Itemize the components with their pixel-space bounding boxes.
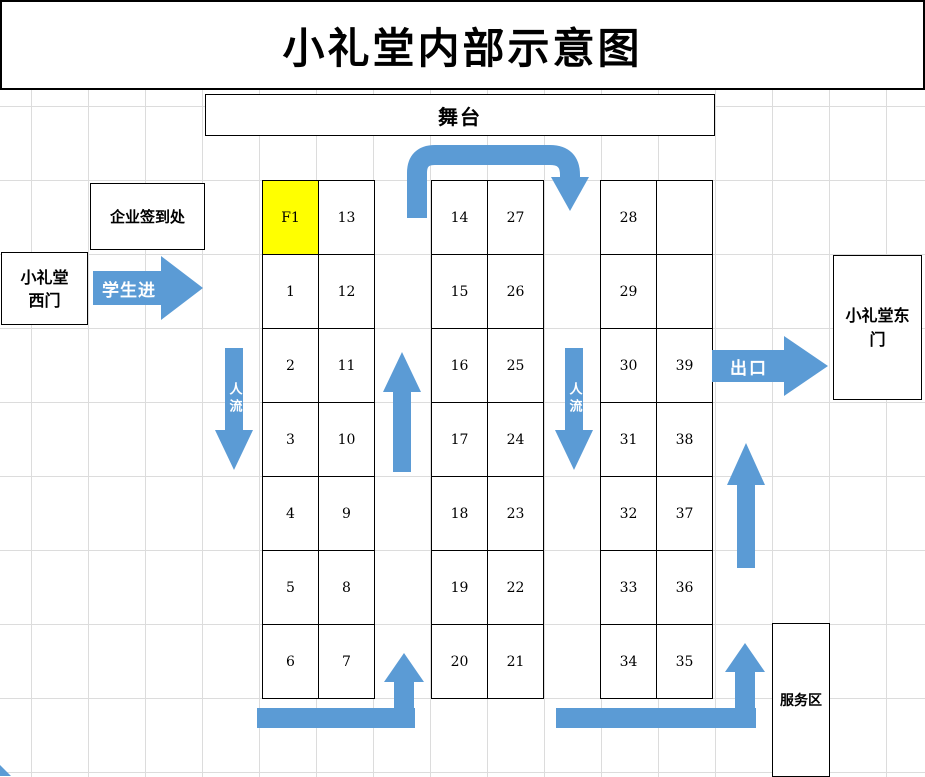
booth-cell: 34: [601, 625, 657, 699]
stage-box: 舞台: [205, 94, 715, 136]
booth-cell: 8: [319, 551, 375, 625]
flow-left-label: 人流: [226, 382, 242, 416]
arrow-shape: [407, 145, 580, 218]
title-block: 小礼堂内部示意图: [0, 0, 925, 90]
arrow-shape: [257, 708, 415, 728]
booth-table-right: 28 29 30 39 31 38 32 37 33 36 34 35: [600, 180, 713, 699]
west-gate-label-line1: 小礼堂: [20, 267, 69, 287]
checkin-box: 企业签到处: [90, 183, 205, 250]
exit-arrow: [712, 336, 828, 396]
stage-label: 舞台: [438, 104, 482, 129]
service-area-label: 服务区: [780, 693, 822, 709]
booth-cell: 13: [319, 181, 375, 255]
booth-cell: 32: [601, 477, 657, 551]
booth-cell: 5: [263, 551, 319, 625]
mid-aisle-up-arrow: [383, 352, 421, 472]
booth-cell: 29: [601, 255, 657, 329]
booth-cell: 36: [657, 551, 713, 625]
booth-cell: 19: [432, 551, 488, 625]
booth-cell: 21: [488, 625, 544, 699]
arrow-shape: [93, 256, 203, 320]
flow-right-down-arrow: [555, 348, 593, 470]
bottom-right-elbow-arrow: [556, 643, 768, 728]
checkin-label: 企业签到处: [109, 208, 185, 226]
right-arrow-icon: [93, 256, 203, 320]
booth-cell: [657, 181, 713, 255]
flow-right-label: 人流: [566, 382, 582, 416]
elbow-up-arrow-icon: [257, 653, 424, 728]
booth-cell: 39: [657, 329, 713, 403]
booth-cell: 30: [601, 329, 657, 403]
booth-cell: 14: [432, 181, 488, 255]
booth-table-middle: 14 27 15 26 16 25 17 24 18 23 19 22 20 2…: [431, 180, 544, 699]
booth-cell: 10: [319, 403, 375, 477]
east-gate-label-line2: 门: [869, 329, 886, 349]
up-arrow-icon: [727, 443, 765, 568]
booth-cell: 12: [319, 255, 375, 329]
booth-cell: 1: [263, 255, 319, 329]
booth-cell: 22: [488, 551, 544, 625]
booth-cell: 35: [657, 625, 713, 699]
arrow-head: [551, 177, 589, 211]
booth-cell: 11: [319, 329, 375, 403]
exit-label: 出口: [730, 358, 768, 379]
arrow-shape: [555, 348, 593, 470]
booth-cell: 6: [263, 625, 319, 699]
east-gate-label-line1: 小礼堂东: [845, 305, 910, 325]
right-arrow-icon: [712, 336, 828, 396]
booth-cell: 23: [488, 477, 544, 551]
booth-cell: 15: [432, 255, 488, 329]
arrow-head: [725, 643, 765, 672]
bottom-left-elbow-arrow: [257, 653, 425, 730]
booth-cell: 18: [432, 477, 488, 551]
arrow-shape: [735, 670, 755, 712]
down-arrow-icon: [555, 348, 593, 470]
booth-cell: 33: [601, 551, 657, 625]
booth-cell: 25: [488, 329, 544, 403]
booth-cell: 3: [263, 403, 319, 477]
booth-cell: 16: [432, 329, 488, 403]
west-gate-box: 小礼堂 西门: [1, 252, 88, 325]
arrow-shape: [712, 336, 828, 396]
right-aisle-up-arrow: [727, 443, 765, 568]
booth-cell: 38: [657, 403, 713, 477]
down-arrow-icon: [215, 348, 253, 470]
arrow-shape: [215, 348, 253, 470]
flow-left-down-arrow: [215, 348, 253, 470]
booth-cell: 26: [488, 255, 544, 329]
booth-cell: 31: [601, 403, 657, 477]
up-arrow-icon: [383, 352, 421, 472]
booth-cell: 9: [319, 477, 375, 551]
booth-cell: 2: [263, 329, 319, 403]
booth-cell: [657, 255, 713, 329]
arrow-shape: [383, 352, 421, 472]
west-gate-label-line2: 西门: [28, 290, 61, 310]
arrow-shape: [556, 708, 756, 728]
page-title: 小礼堂内部示意图: [282, 23, 643, 73]
elbow-up-arrow-icon: [556, 643, 765, 728]
booth-cell: 20: [432, 625, 488, 699]
booth-cell: 27: [488, 181, 544, 255]
curved-arrow-icon: [407, 145, 589, 218]
booth-cell: 28: [601, 181, 657, 255]
booth-cell: 37: [657, 477, 713, 551]
booth-cell-f1: F1: [263, 181, 319, 255]
corner-mark: [0, 765, 11, 776]
arrow-shape: [394, 680, 414, 712]
student-enter-arrow: [93, 256, 203, 320]
booth-cell: 7: [319, 625, 375, 699]
booth-cell: 4: [263, 477, 319, 551]
student-enter-label: 学生进: [102, 280, 156, 301]
east-gate-box: 小礼堂东 门: [833, 255, 922, 400]
arrow-shape: [727, 443, 765, 568]
service-area-box: 服务区: [772, 623, 830, 777]
booth-cell: 17: [432, 403, 488, 477]
booth-table-left: F1 13 1 12 2 11 3 10 4 9 5 8 6 7: [262, 180, 375, 699]
top-curve-arrow: [398, 143, 598, 218]
arrow-head: [384, 653, 424, 682]
booth-cell: 24: [488, 403, 544, 477]
